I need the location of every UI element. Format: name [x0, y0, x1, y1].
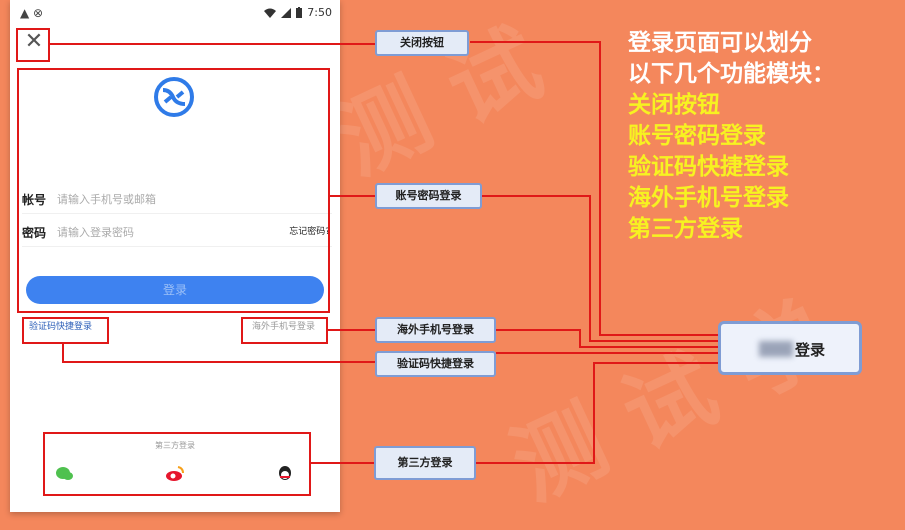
account-login-highlight-box — [17, 68, 330, 313]
connector-line — [579, 329, 581, 347]
notes-item: 验证码快捷登录 — [628, 154, 789, 180]
overseas-highlight-box — [241, 317, 328, 344]
close-icon: ✕ — [24, 29, 44, 54]
notes-item: 关闭按钮 — [628, 92, 720, 118]
status-time: 7:50 — [307, 6, 332, 19]
signal-icon — [281, 7, 292, 18]
connector-line — [593, 362, 595, 464]
connector-line — [496, 329, 580, 331]
wifi-icon — [264, 8, 277, 18]
notes-item: 海外手机号登录 — [628, 185, 789, 211]
overseas-login-link[interactable]: 海外手机号登录 — [252, 322, 316, 332]
connector-line — [470, 41, 600, 43]
connector-line — [50, 43, 375, 45]
connector-line — [62, 361, 375, 363]
close-button[interactable]: ✕ — [22, 30, 46, 54]
password-label: 密码 — [22, 226, 47, 240]
connector-line — [579, 346, 719, 348]
status-left-icons: ▲ ⊗ — [20, 6, 44, 20]
login-module-box: 登录 — [718, 321, 862, 375]
forgot-password-link[interactable]: 忘记密码? — [289, 227, 330, 237]
connector-line — [589, 340, 719, 342]
connector-line — [62, 344, 64, 362]
account-label: 帐号 — [22, 193, 47, 207]
sms-login-highlight-box — [22, 317, 109, 344]
connector-line — [599, 334, 719, 336]
wechat-icon[interactable] — [55, 464, 75, 484]
login-module-label: 登录 — [795, 341, 826, 359]
connector-line — [482, 195, 590, 197]
notes-item: 第三方登录 — [628, 216, 743, 242]
notes-item: 账号密码登录 — [628, 123, 766, 149]
connector-line — [589, 195, 591, 342]
sms-login-link[interactable]: 验证码快捷登录 — [29, 322, 93, 332]
app-logo-icon — [154, 77, 194, 117]
notes-title-line: 登录页面可以划分 — [628, 30, 812, 56]
third-party-highlight-box — [43, 432, 311, 496]
callout-sms-login: 验证码快捷登录 — [375, 351, 496, 377]
close-highlight-box — [16, 28, 50, 62]
connector-line — [599, 41, 601, 336]
login-button[interactable]: 登录 — [26, 276, 324, 304]
password-input[interactable]: 请输入登录密码 — [57, 226, 134, 239]
status-bar: ▲ ⊗ 7:50 — [10, 0, 340, 28]
weibo-icon[interactable] — [165, 464, 185, 484]
password-field[interactable]: 密码 请输入登录密码 忘记密码? — [22, 216, 332, 247]
phone-screen: ▲ ⊗ 7:50 ✕ 帐号 请输入手机号或邮箱 密码 请输入登录密码 忘记密码?… — [10, 0, 340, 512]
battery-icon — [296, 7, 303, 18]
connector-line — [311, 462, 374, 464]
connector-line — [476, 462, 594, 464]
module-notes: 登录页面可以划分 以下几个功能模块： 关闭按钮 账号密码登录 验证码快捷登录 海… — [628, 28, 835, 245]
account-field[interactable]: 帐号 请输入手机号或邮箱 — [22, 183, 332, 214]
connector-line — [593, 362, 719, 364]
watermark: 测 试 学 — [496, 284, 843, 521]
connector-line — [496, 352, 719, 354]
blurred-logo — [759, 341, 793, 357]
callout-account-login: 账号密码登录 — [375, 183, 482, 209]
callout-third-party: 第三方登录 — [374, 446, 476, 480]
third-party-title: 第三方登录 — [155, 441, 195, 450]
callout-close: 关闭按钮 — [375, 30, 469, 56]
notes-title-line: 以下几个功能模块： — [628, 61, 835, 87]
qq-icon[interactable] — [275, 464, 295, 484]
connector-line — [330, 195, 375, 197]
callout-overseas-login: 海外手机号登录 — [375, 317, 496, 343]
account-input[interactable]: 请输入手机号或邮箱 — [57, 193, 156, 206]
connector-line — [328, 329, 375, 331]
